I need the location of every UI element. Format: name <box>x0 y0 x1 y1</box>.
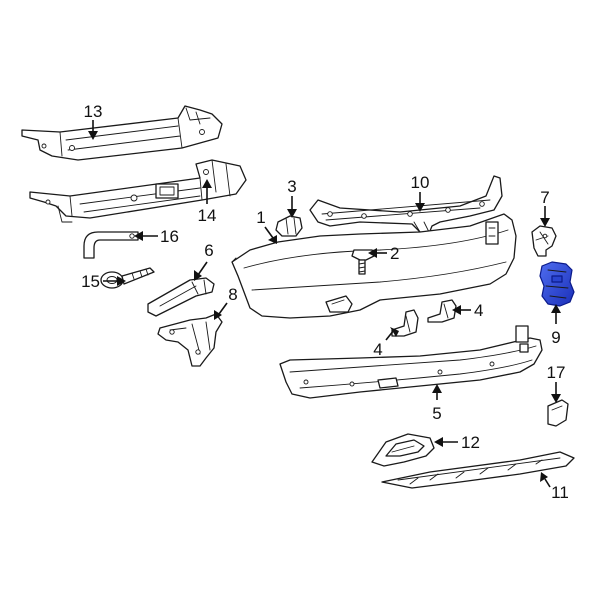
callout-2: 2 <box>390 244 399 263</box>
part-13-reinforcement-beam[interactable] <box>21 105 223 161</box>
part-17-cap[interactable] <box>547 399 569 427</box>
part-16-bracket[interactable] <box>83 231 139 259</box>
callout-4-right: 4 <box>474 301 483 320</box>
part-7-corner-bracket[interactable] <box>531 225 557 257</box>
callout-16: 16 <box>160 227 179 246</box>
part-3-retainer-clip[interactable] <box>275 215 303 237</box>
part-9-highlighted-bracket[interactable] <box>539 261 575 307</box>
part-10-bumper-support[interactable] <box>309 175 503 237</box>
callout-12: 12 <box>461 433 480 452</box>
part-5-lower-valance[interactable] <box>279 325 543 399</box>
part-2-bolt[interactable] <box>351 249 375 275</box>
callout-numbers: 13 14 16 15 6 8 1 3 2 10 7 9 4 4 5 17 12… <box>81 102 569 502</box>
callout-13: 13 <box>84 102 103 121</box>
part-1-bumper-cover[interactable] <box>231 213 517 319</box>
callout-6: 6 <box>204 241 213 260</box>
callout-5: 5 <box>432 404 441 423</box>
callout-15: 15 <box>81 272 100 291</box>
part-15-tow-hook[interactable] <box>100 267 155 289</box>
callout-1: 1 <box>256 208 265 227</box>
part-4-bracket-right[interactable] <box>427 299 457 323</box>
part-14-hitch-beam[interactable] <box>29 159 247 223</box>
part-11-skid-plate[interactable] <box>381 451 575 489</box>
callout-14: 14 <box>198 206 217 225</box>
callout-8: 8 <box>228 285 237 304</box>
part-12-reflector-housing[interactable] <box>371 433 435 467</box>
callout-4-left: 4 <box>373 340 382 359</box>
callout-10: 10 <box>411 173 430 192</box>
leader-lines <box>88 120 561 488</box>
callout-3: 3 <box>287 177 296 196</box>
callout-17: 17 <box>547 363 566 382</box>
callout-9: 9 <box>551 328 560 347</box>
callout-11: 11 <box>551 483 569 502</box>
part-6-side-bracket[interactable] <box>147 277 215 317</box>
callout-7: 7 <box>540 188 549 207</box>
part-8-mounting-bracket[interactable] <box>157 313 223 367</box>
